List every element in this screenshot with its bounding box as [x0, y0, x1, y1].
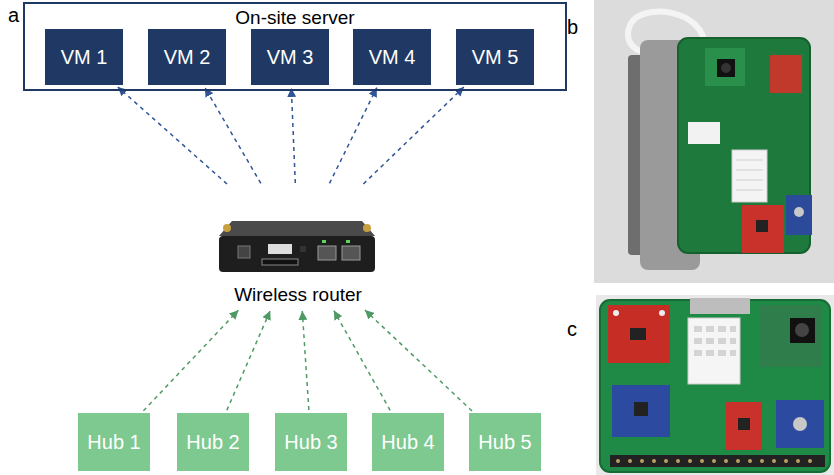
node-text: Hub 4: [381, 431, 434, 454]
node-text: VM 4: [369, 46, 416, 69]
hub-box: Hub 4: [372, 413, 444, 471]
hub-box: Hub 2: [177, 413, 249, 471]
dashed-arrow: [334, 311, 390, 411]
dashed-arrow: [118, 87, 227, 184]
dashed-arrow: [143, 310, 238, 411]
node-text: Hub 3: [284, 431, 337, 454]
node-text: VM 5: [472, 46, 519, 69]
hub-box: Hub 1: [78, 413, 150, 471]
server-box: On-site server VM 1 VM 2 VM 3 VM 4 VM 5: [23, 2, 567, 91]
dashed-arrow: [291, 88, 295, 183]
dashed-arrow: [365, 310, 472, 411]
node-text: VM 3: [267, 46, 314, 69]
router-node: Wireless router: [212, 186, 384, 308]
node-text: VM 1: [61, 46, 108, 69]
panel-letter: a: [8, 4, 19, 27]
hub-box: Hub 5: [469, 413, 541, 471]
node-text: On-site server: [25, 4, 565, 29]
dashed-arrow: [363, 87, 463, 184]
node-text: Hub 2: [186, 431, 239, 454]
panel-letter: c: [567, 318, 577, 341]
vm-box: VM 4: [353, 29, 431, 85]
dashed-arrow: [330, 88, 377, 184]
vm-box: VM 1: [45, 29, 123, 85]
dashed-arrow: [227, 311, 270, 411]
hub-box: Hub 3: [275, 413, 347, 471]
dashed-arrow: [205, 88, 261, 184]
photo-b: [594, 0, 834, 283]
router-picture: [219, 221, 375, 272]
node-text: VM 2: [164, 46, 211, 69]
vm-box: VM 2: [148, 29, 226, 85]
node-text: Hub 5: [478, 431, 531, 454]
vm-box: VM 3: [251, 29, 329, 85]
dashed-arrow: [302, 311, 309, 410]
node-text: Wireless router: [234, 284, 362, 306]
vm-box: VM 5: [456, 29, 534, 85]
photo-c: [596, 295, 834, 475]
node-text: Hub 1: [87, 431, 140, 454]
panel-letter: b: [567, 16, 578, 39]
